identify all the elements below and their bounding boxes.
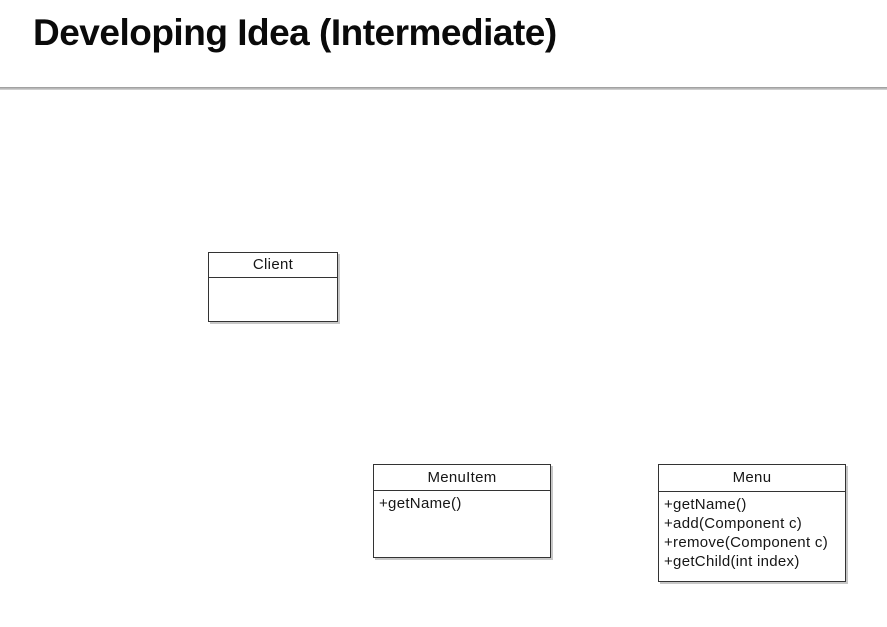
class-name-label: Client	[209, 253, 337, 278]
method-item: +getName()	[664, 496, 747, 513]
method-item: +remove(Component c)	[664, 534, 828, 551]
method-item: +getName()	[379, 495, 462, 512]
class-members-list: +getName() +add(Component c) +remove(Com…	[659, 492, 845, 571]
class-name-label: Menu	[659, 465, 845, 492]
class-box-client: Client	[208, 252, 338, 322]
slide-title: Developing Idea (Intermediate)	[33, 12, 557, 53]
method-item: +add(Component c)	[664, 515, 803, 532]
title-divider-line	[0, 87, 887, 90]
class-members-empty	[209, 278, 337, 281]
class-name-label: MenuItem	[374, 465, 550, 491]
method-item: +getChild(int index)	[664, 553, 800, 570]
class-box-menuitem: MenuItem +getName()	[373, 464, 551, 558]
class-box-menu: Menu +getName() +add(Component c) +remov…	[658, 464, 846, 582]
class-members-list: +getName()	[374, 491, 550, 513]
uml-class-diagram: Client MenuItem +getName() Menu +getName…	[0, 90, 887, 627]
